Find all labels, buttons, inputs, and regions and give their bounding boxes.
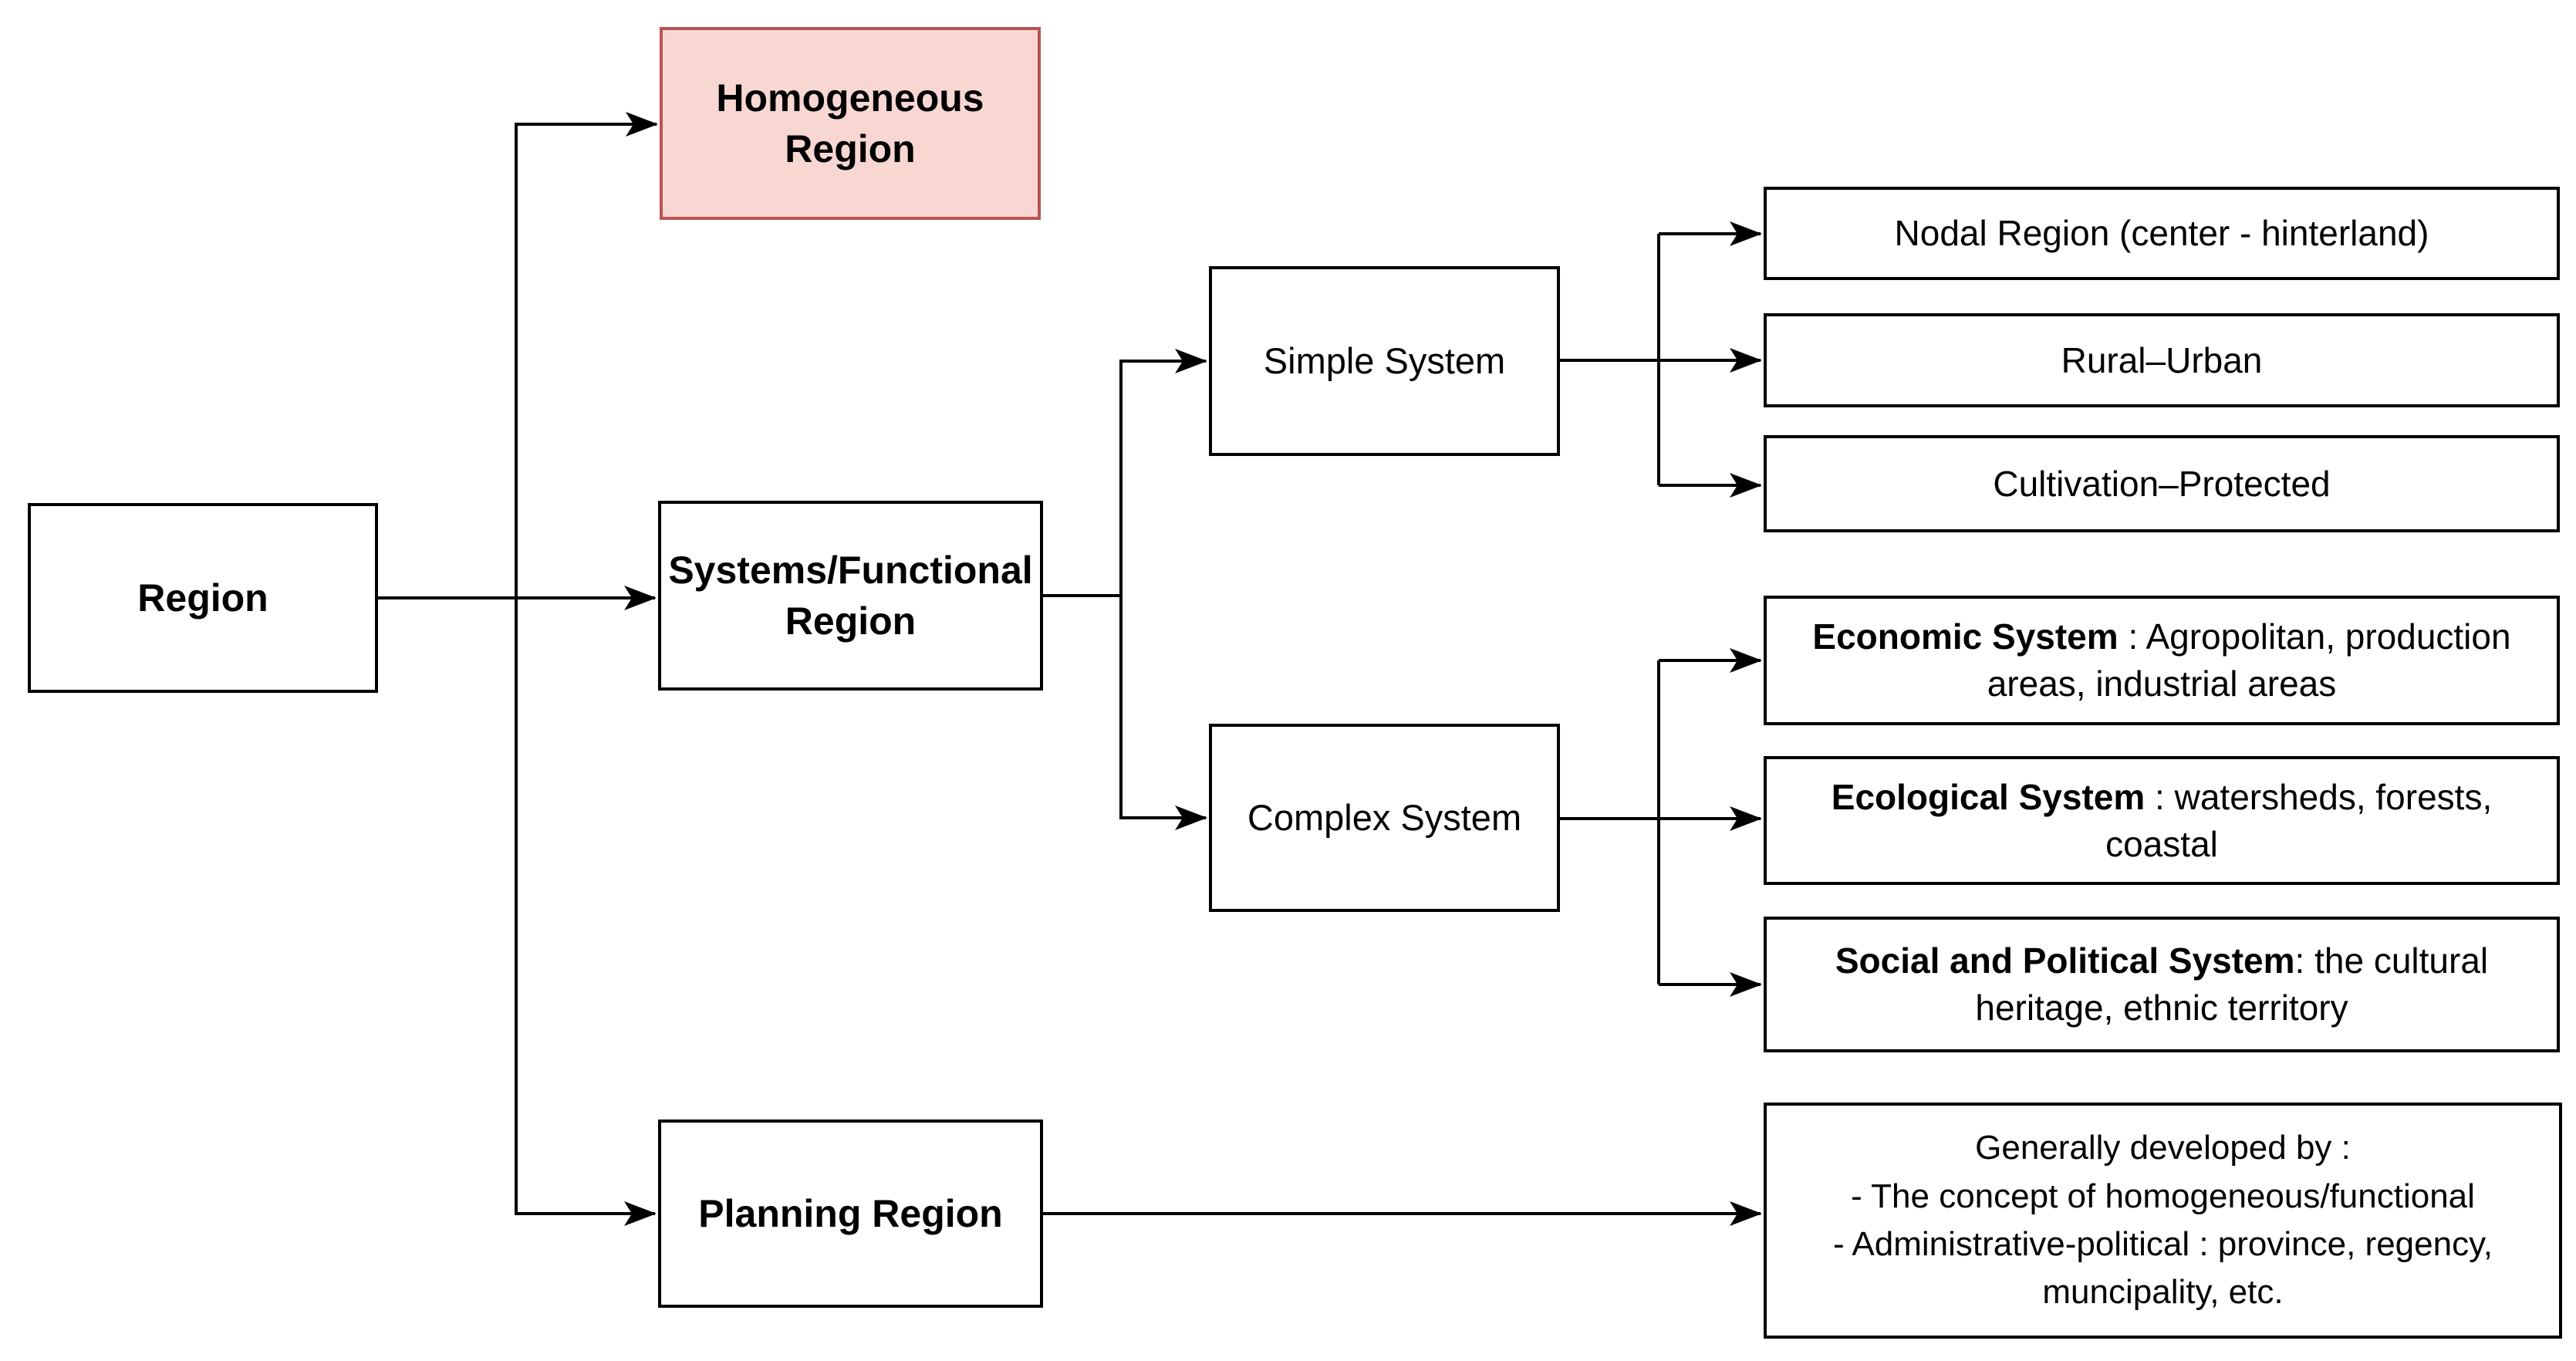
node-ecological-system: Ecological System : watersheds, forests,…	[1764, 756, 2560, 885]
node-rural-urban-label: Rural–Urban	[2061, 339, 2263, 380]
node-simple-system-label: Simple System	[1263, 339, 1506, 381]
node-ecological-system-term: Ecological System	[1831, 776, 2146, 817]
node-homogeneous-region-label: Homogeneous Region	[716, 76, 984, 171]
node-nodal-region-label: Nodal Region (center - hinterland)	[1894, 213, 2429, 254]
node-planning-detail-text: Generally developed by : - The concept o…	[1832, 1129, 2493, 1312]
node-planning-region: Planning Region	[658, 1120, 1043, 1308]
node-systems-functional-region: Systems/Functional Region	[658, 501, 1043, 691]
node-social-political-system-term: Social and Political System	[1835, 941, 2295, 981]
node-social-political-system: Social and Political System: the cultura…	[1764, 917, 2560, 1052]
node-planning-detail: Generally developed by : - The concept o…	[1764, 1103, 2562, 1339]
node-social-political-system-label: Social and Political System: the cultura…	[1767, 937, 2557, 1031]
node-ecological-system-desc: : watersheds, forests, coastal	[2105, 776, 2493, 864]
node-economic-system: Economic System : Agropolitan, productio…	[1764, 596, 2560, 725]
node-economic-system-desc: : Agropolitan, production areas, industr…	[1987, 616, 2511, 704]
node-nodal-region: Nodal Region (center - hinterland)	[1764, 187, 2560, 280]
node-systems-functional-region-label: Systems/Functional Region	[668, 549, 1033, 643]
node-region: Region	[28, 503, 378, 693]
node-cultivation-protected-label: Cultivation–Protected	[1993, 463, 2331, 504]
node-planning-region-label: Planning Region	[698, 1192, 1003, 1235]
node-simple-system: Simple System	[1209, 266, 1560, 456]
node-ecological-system-label: Ecological System : watersheds, forests,…	[1767, 774, 2557, 867]
node-complex-system: Complex System	[1209, 724, 1560, 912]
node-region-label: Region	[137, 576, 268, 620]
node-complex-system-label: Complex System	[1247, 796, 1522, 838]
node-cultivation-protected: Cultivation–Protected	[1764, 435, 2560, 532]
node-social-political-system-desc: : the cultural heritage, ethnic territor…	[1975, 941, 2489, 1028]
node-rural-urban: Rural–Urban	[1764, 313, 2560, 407]
node-economic-system-label: Economic System : Agropolitan, productio…	[1767, 613, 2557, 707]
node-homogeneous-region: Homogeneous Region	[660, 27, 1041, 220]
node-economic-system-term: Economic System	[1812, 616, 2119, 657]
